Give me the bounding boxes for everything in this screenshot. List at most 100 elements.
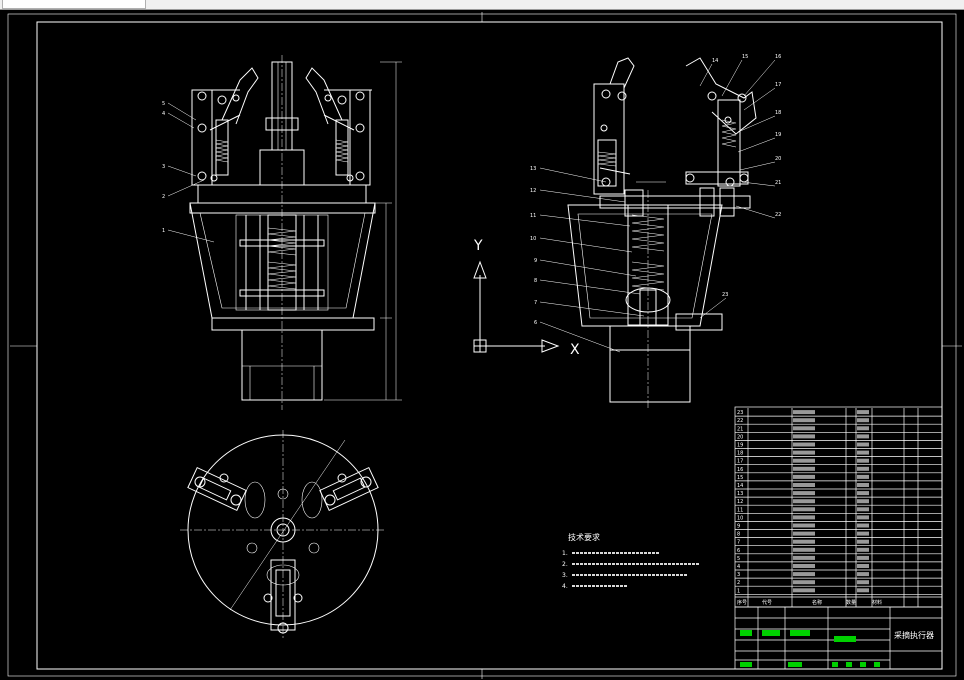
balloon-7: 7 — [534, 300, 537, 306]
bom-row-name-mark — [793, 483, 815, 487]
bom-row-number: 14 — [737, 483, 743, 489]
balloon-9: 9 — [534, 258, 537, 264]
balloon-6: 6 — [534, 320, 537, 326]
bom-row-number: 22 — [737, 418, 743, 424]
tech-req-heading: 技术要求 — [568, 532, 600, 542]
bom-row-material-mark — [857, 466, 869, 471]
bom-row-material-mark — [857, 474, 869, 479]
title-block: 采摘执行器 — [734, 606, 943, 670]
bom-row-name-mark — [793, 458, 815, 463]
bom-row-number: 5 — [737, 556, 740, 562]
balloon-19: 19 — [775, 132, 781, 138]
bom-row-name-mark — [793, 491, 815, 496]
bom-row-name-mark — [793, 523, 815, 528]
bom-row-material-mark — [857, 426, 869, 431]
bom-row-number: 6 — [737, 548, 740, 554]
bom-header-cell: 名称 — [812, 599, 822, 606]
bom-row-number: 17 — [737, 459, 743, 465]
bom-row-number: 23 — [737, 410, 743, 416]
bom-row-name-mark — [793, 499, 815, 504]
sheet-outer-border — [7, 13, 957, 677]
bom-row-material-mark — [857, 418, 869, 423]
balloon-8: 8 — [534, 278, 537, 284]
bom-row-name-mark — [793, 580, 815, 585]
bom-row-number: 1 — [737, 588, 740, 594]
bom-row-number: 16 — [737, 467, 743, 473]
bom-row-name-mark — [793, 588, 815, 593]
bom-row-material-mark — [857, 515, 869, 520]
bom-row-number: 11 — [737, 507, 743, 513]
application-topbar — [0, 0, 964, 10]
bom-row-name-mark — [793, 434, 815, 439]
bom-row-material-mark — [857, 483, 869, 487]
bom-row-name-mark — [793, 418, 815, 423]
bom-row-material-mark — [857, 499, 869, 504]
bom-row-number: 2 — [737, 580, 740, 586]
tech-req-item-2: 2. — [562, 561, 568, 568]
bom-row-material-mark — [857, 539, 869, 544]
centering-marks — [10, 12, 962, 679]
bom-row-number: 12 — [737, 499, 743, 505]
tech-req-item-1: 1. — [562, 550, 568, 557]
balloon-3: 3 — [162, 164, 165, 170]
bom-row-material-mark — [857, 491, 869, 496]
y-axis-label: Y — [473, 238, 483, 254]
bom-row-name-mark — [793, 515, 815, 520]
bom-row-number: 10 — [737, 515, 743, 521]
bom-row-name-mark — [793, 564, 815, 568]
bom-table: 2322212019181716151413121110987654321序号代… — [734, 406, 943, 608]
balloon-17: 17 — [775, 82, 781, 88]
balloon-18: 18 — [775, 110, 781, 116]
front-view: 5 4 3 2 1 — [162, 55, 402, 410]
bom-row-name-mark — [793, 450, 815, 455]
bom-row-material-mark — [857, 507, 869, 512]
document-tab[interactable] — [2, 0, 146, 9]
bom-row-name-mark — [793, 442, 815, 447]
cad-drawing-canvas[interactable]: 5 4 3 2 1 — [0, 10, 964, 680]
balloon-16: 16 — [775, 54, 781, 60]
side-view: 13 12 11 10 9 8 7 6 14 15 16 17 18 19 20… — [530, 54, 781, 410]
bom-row-material-mark — [857, 572, 869, 577]
bom-row-name-mark — [793, 531, 815, 536]
bom-row-number: 20 — [737, 434, 743, 440]
top-view — [180, 430, 386, 640]
bom-row-material-mark — [857, 442, 869, 447]
balloon-14: 14 — [712, 58, 718, 64]
bom-row-name-mark — [793, 474, 815, 479]
bom-row-name-mark — [793, 572, 815, 577]
bom-row-name-mark — [793, 539, 815, 544]
bom-row-number: 3 — [737, 572, 740, 578]
balloon-4: 4 — [162, 111, 165, 117]
bom-row-number: 19 — [737, 443, 743, 449]
balloon-11: 11 — [530, 213, 536, 219]
technical-requirements: 技术要求 1. 2. 3. 4. — [562, 532, 700, 590]
balloon-22: 22 — [775, 212, 781, 218]
bom-row-material-mark — [857, 564, 869, 568]
x-axis-label: X — [570, 342, 580, 358]
bom-row-material-mark — [857, 555, 869, 560]
bom-row-number: 8 — [737, 532, 740, 538]
balloon-1: 1 — [162, 228, 165, 234]
bom-row-material-mark — [857, 410, 869, 415]
bom-row-name-mark — [793, 410, 815, 415]
bom-header-cell: 代号 — [762, 599, 772, 606]
bom-row-material-mark — [857, 450, 869, 455]
tech-req-item-3: 3. — [562, 572, 568, 579]
bom-row-material-mark — [857, 434, 869, 439]
bom-row-material-mark — [857, 588, 869, 593]
bom-row-number: 9 — [737, 524, 740, 530]
bom-row-name-mark — [793, 466, 815, 471]
bom-row-number: 13 — [737, 491, 743, 497]
bom-row-material-mark — [857, 531, 869, 536]
bom-row-name-mark — [793, 555, 815, 560]
balloon-15: 15 — [742, 54, 748, 60]
balloon-21: 21 — [775, 180, 781, 186]
balloon-2: 2 — [162, 194, 165, 200]
bom-row-material-mark — [857, 547, 869, 552]
balloon-20: 20 — [775, 156, 781, 162]
ucs-axis-icon: Y X — [473, 238, 580, 358]
tech-req-item-4: 4. — [562, 583, 568, 590]
bom-header-cell: 材料 — [872, 599, 882, 606]
balloon-10: 10 — [530, 236, 536, 242]
balloon-12: 12 — [530, 188, 536, 194]
